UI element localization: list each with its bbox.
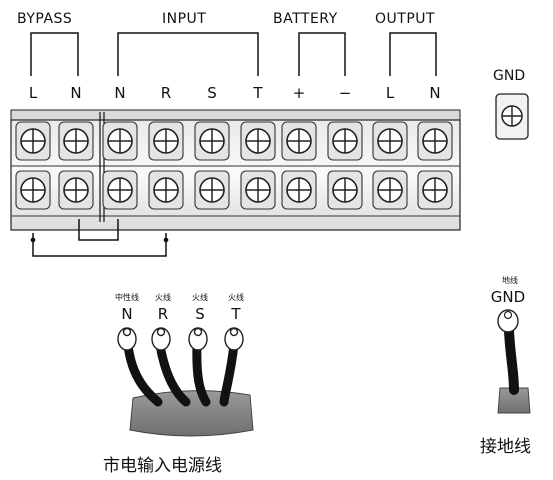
screw-battery-plus-bottom	[281, 170, 317, 210]
screw-battery-minus-top	[327, 121, 363, 161]
screw-bypass-n-bottom	[58, 170, 94, 210]
screw-bypass-n-top	[58, 121, 94, 161]
group-label-output: OUTPUT	[375, 11, 436, 27]
wire-letter-n: N	[121, 305, 133, 323]
terminal-label-output-n: N	[429, 84, 441, 102]
group-label-bypass: BYPASS	[17, 11, 73, 27]
screw-battery-minus-bottom	[327, 170, 363, 210]
wire-letter-r: R	[157, 305, 169, 323]
group-brackets	[30, 32, 437, 76]
wire-letter-t: T	[231, 305, 241, 323]
mains-cable	[117, 327, 254, 437]
terminal-label-output-l: L	[385, 84, 395, 102]
screw-input-t-bottom	[240, 170, 276, 210]
screw-input-s-bottom	[194, 170, 230, 210]
terminal-label-input-t: T	[253, 84, 263, 102]
gnd-terminal	[495, 93, 529, 140]
ground-wire-letter: GND	[490, 288, 526, 306]
wire-letter-s: S	[195, 305, 205, 323]
terminal-label-bypass-n: N	[70, 84, 82, 102]
screw-output-n-top	[417, 121, 453, 161]
screw-input-n-top	[102, 121, 138, 161]
screw-input-t-top	[240, 121, 276, 161]
screw-output-n-bottom	[417, 170, 453, 210]
terminal-label-bypass-l: L	[28, 84, 38, 102]
screw-input-r-top	[148, 121, 184, 161]
bracket-bypass	[30, 32, 79, 76]
terminal-label-input-s: S	[207, 84, 217, 102]
terminal-label-battery-minus: −	[338, 84, 352, 102]
terminal-label-battery-plus: +	[292, 84, 306, 102]
jumper-wires	[30, 219, 169, 257]
bracket-output	[389, 32, 437, 76]
screw-terminals	[15, 121, 453, 210]
group-label-battery: BATTERY	[273, 11, 338, 27]
bracket-battery	[298, 32, 346, 76]
ground-cable	[497, 309, 531, 414]
screw-input-r-bottom	[148, 170, 184, 210]
terminal-label-input-n: N	[114, 84, 126, 102]
screw-battery-plus-top	[281, 121, 317, 161]
screw-bypass-l-top	[15, 121, 51, 161]
ground-wire-label: 接地线	[480, 437, 531, 457]
gnd-top-label: GND	[493, 68, 526, 84]
group-label-input: INPUT	[162, 11, 207, 27]
wire-caption-s: 火线	[192, 293, 208, 302]
mains-input-caption: 市电输入电源线	[103, 456, 222, 476]
screw-output-l-bottom	[372, 170, 408, 210]
wire-caption-t: 火线	[228, 293, 244, 302]
bracket-input	[117, 32, 259, 76]
terminal-label-input-r: R	[160, 84, 172, 102]
ground-wire-caption: 地线	[502, 276, 518, 285]
screw-input-s-top	[194, 121, 230, 161]
screw-bypass-l-bottom	[15, 170, 51, 210]
screw-input-n-bottom	[102, 170, 138, 210]
wire-caption-r: 火线	[155, 293, 171, 302]
jumper-bypass-l-to-input-r	[32, 233, 167, 257]
screw-output-l-top	[372, 121, 408, 161]
wire-caption-n: 中性线	[115, 293, 139, 302]
jumper-bypass-n-to-input-n	[78, 219, 119, 241]
